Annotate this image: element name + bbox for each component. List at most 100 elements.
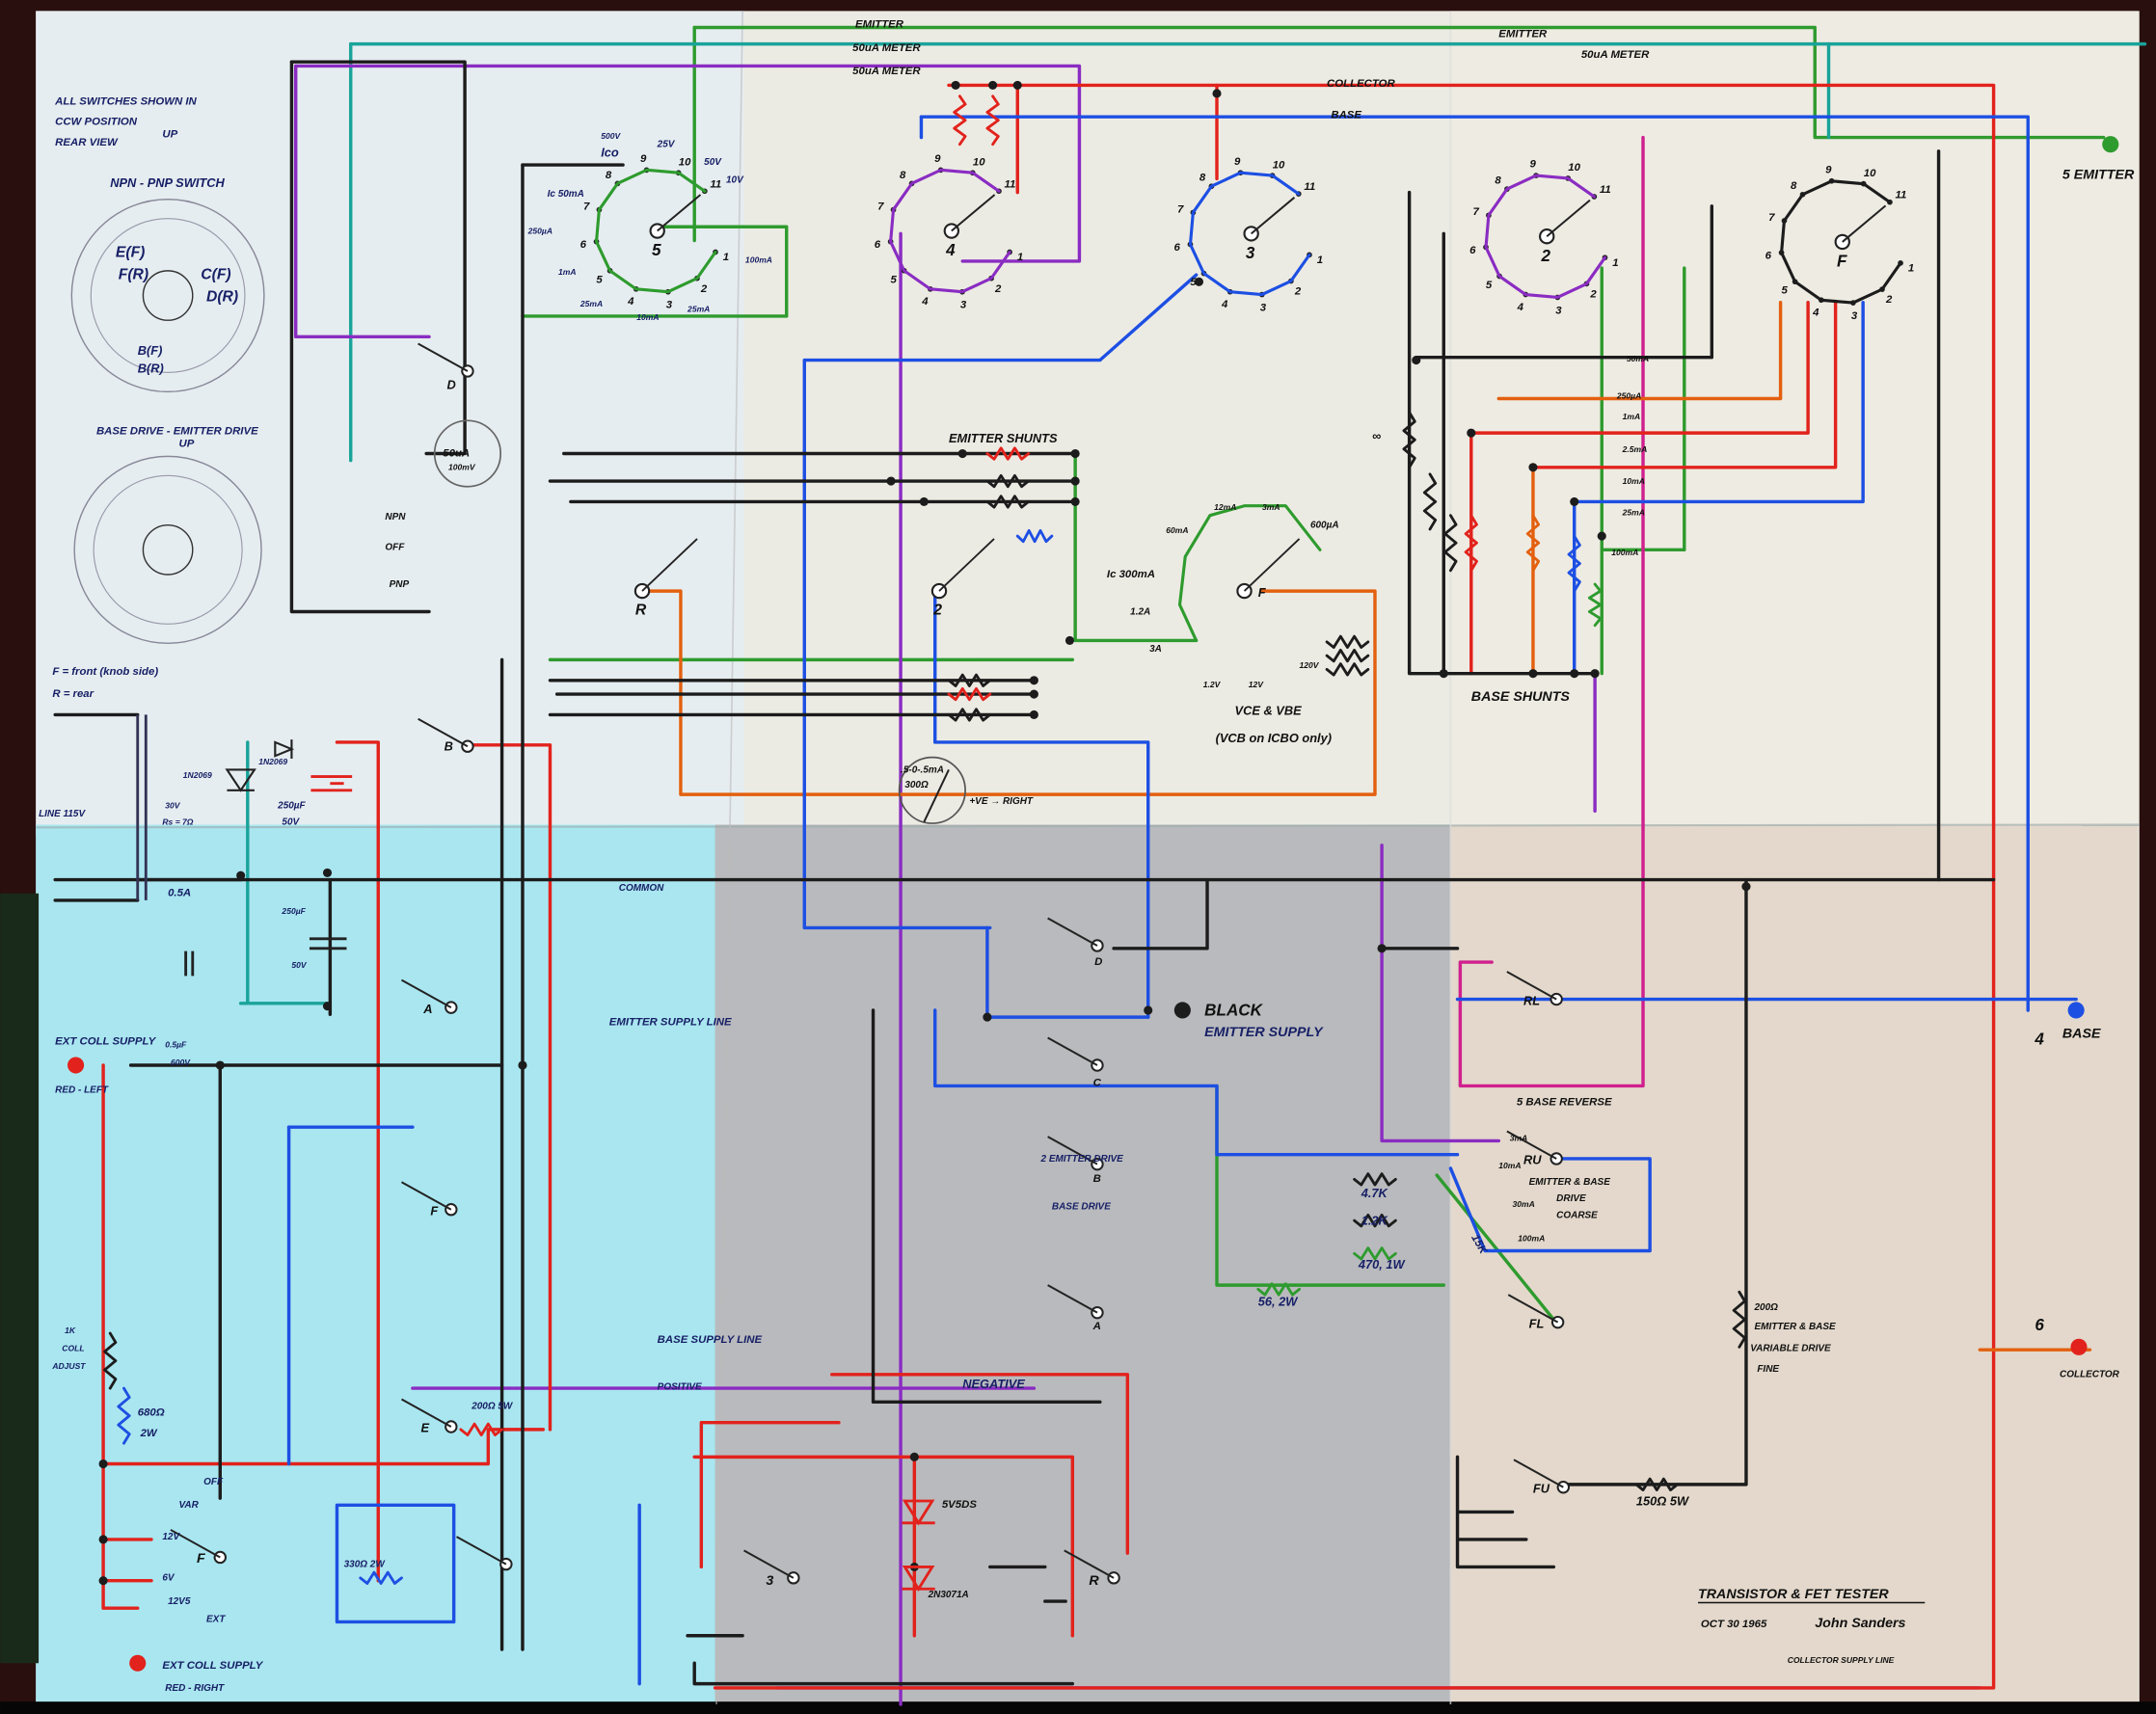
resistor [947, 686, 992, 702]
collector-supply-res-w-label: 2W [140, 1428, 158, 1439]
resistor [1353, 1172, 1397, 1187]
buses-positive-label: POSITIVE [658, 1382, 702, 1393]
collector-terminal [2070, 1338, 2088, 1355]
collector-supply-v12-label: 12V [162, 1532, 180, 1542]
resistor [1634, 1477, 1680, 1492]
switch-contact-label: 5 [1190, 277, 1197, 288]
ico-switch-ua250-label: 250µA [527, 226, 552, 235]
switch-labels-RU-label: RU [1523, 1153, 1542, 1167]
wire-black [1112, 877, 1209, 951]
rotary-wafer [594, 168, 717, 294]
switch-contact-label: 10 [1273, 159, 1285, 171]
notes-b-f-label: B(F) [138, 343, 163, 358]
resistor [1402, 411, 1416, 469]
switch-pole-icon [445, 1001, 458, 1014]
meter-pnp-label: PNP [390, 579, 410, 590]
base-shunts-ranges-2-label: 1mA [1623, 412, 1641, 421]
wire-black [1565, 877, 1748, 1486]
rotary-switch-pointer [1842, 204, 1887, 243]
wire-blue [919, 115, 2030, 1012]
switch-pole-icon [1550, 992, 1563, 1006]
meter-direction-label: +VE → RIGHT [969, 796, 1034, 807]
wire-purple [293, 64, 1082, 263]
meter-off-label: OFF [385, 542, 405, 552]
switch-labels-RL-label: RL [1523, 993, 1540, 1007]
base-shunts-ranges-5-label: 25mA [1622, 508, 1645, 518]
switch-shaft-icon [142, 523, 194, 576]
switch-contact-label: 10 [973, 156, 985, 168]
notes-line3-label: REAR VIEW [55, 137, 119, 148]
switch-contact-label: 1 [723, 252, 729, 263]
rotary-switch-pointer [951, 194, 996, 232]
junction-dot [1597, 531, 1606, 541]
wire-blue [1448, 1157, 1652, 1253]
switch-contact-label: 5 [1486, 280, 1493, 291]
emitter-shunts-ma12-label: 12mA [1214, 502, 1236, 512]
switch-contact-label: 3 [666, 300, 673, 311]
wire-orange [640, 589, 1377, 796]
drive-r470-label: 470, 1W [1358, 1257, 1407, 1272]
collector-supply-res-label: 680Ω [138, 1407, 165, 1419]
junction-dot [1467, 428, 1476, 438]
meter-npn-label: NPN [385, 512, 406, 522]
title-block-collector-supply-line-label: COLLECTOR SUPPLY LINE [1788, 1655, 1895, 1665]
wire-red [101, 1428, 546, 1466]
switch-contact-label: 10 [1568, 162, 1580, 174]
switch-contact-label: 5 [596, 274, 603, 285]
terminals-red-left-label: RED - LEFT [55, 1085, 109, 1096]
power-supply-diode1-label: 1N2069 [183, 770, 212, 780]
power-supply-secondary-label: 30V [165, 800, 181, 810]
terminals-emitter-supply-label: EMITTER SUPPLY [1204, 1025, 1324, 1040]
drive-coarse1-label: EMITTER & BASE [1529, 1177, 1611, 1188]
terminals-ext-coll-left-label: EXT COLL SUPPLY [55, 1036, 156, 1048]
switch-contact-label: 9 [934, 153, 941, 165]
wire-black [1415, 204, 1714, 676]
switch-pole-icon [1091, 1305, 1104, 1320]
wire-red [335, 740, 380, 1583]
switch-contact-label: 6 [580, 239, 587, 251]
drive-base-drive-label: BASE DRIVE [1052, 1202, 1111, 1213]
wire-black [548, 679, 1037, 717]
collector-supply-res200-label: 200Ω 5W [471, 1401, 514, 1411]
switch-labels-S2-label: 2 [932, 602, 942, 618]
switch-blade-icon [170, 1529, 221, 1559]
switch-contact-label: 5 [891, 274, 898, 285]
rotary-switch-label: 4 [945, 241, 956, 259]
rotary-switch-pointer [938, 538, 995, 592]
junction-dot [1194, 277, 1204, 286]
resistor [1325, 634, 1370, 649]
junction-dot [1570, 496, 1579, 506]
wire-magenta [1458, 135, 1645, 1088]
zener-diode-icon [902, 1499, 935, 1526]
wire-red [1531, 300, 1838, 469]
collector-supply-v12s-label: 12V5 [168, 1596, 191, 1607]
switch-contact-label: 7 [1473, 206, 1480, 218]
junction-dot [1029, 710, 1038, 719]
junction-dot [1144, 1005, 1153, 1015]
wire-red [692, 1455, 1075, 1638]
collector-supply-v6-label: 6V [162, 1573, 175, 1584]
switch-contact-label: 9 [640, 153, 647, 165]
buses-collector-label: COLLECTOR [1327, 78, 1395, 90]
drive-fine1-label: 200Ω [1754, 1302, 1779, 1313]
switch-contact-label: 11 [1895, 190, 1906, 201]
base-shunts-ranges-4-label: 10mA [1623, 476, 1645, 486]
junction-dot [98, 1459, 108, 1469]
resistor [1587, 582, 1603, 628]
drive-emitter-drive-label: 2 EMITTER DRIVE [1040, 1154, 1124, 1165]
resistor [459, 1422, 504, 1436]
collector-supply-ext-label: EXT [206, 1614, 226, 1624]
power-supply-diode2-label: 1N2069 [258, 757, 287, 766]
power-supply-rs-label: Rs = 7Ω [162, 817, 193, 826]
wire-blue [335, 1503, 456, 1624]
buses-negative-label: NEGATIVE [962, 1377, 1025, 1391]
title-block-signature-label: John Sanders [1815, 1616, 1905, 1631]
notes-drive-switch-label: BASE DRIVE - EMITTER DRIVE [96, 426, 258, 438]
wire-purple [293, 64, 431, 339]
switch-shaft-icon [142, 270, 194, 321]
switch-labels-D-label: D [447, 378, 456, 392]
junction-dot [919, 496, 929, 506]
junction-dot [909, 1452, 919, 1461]
